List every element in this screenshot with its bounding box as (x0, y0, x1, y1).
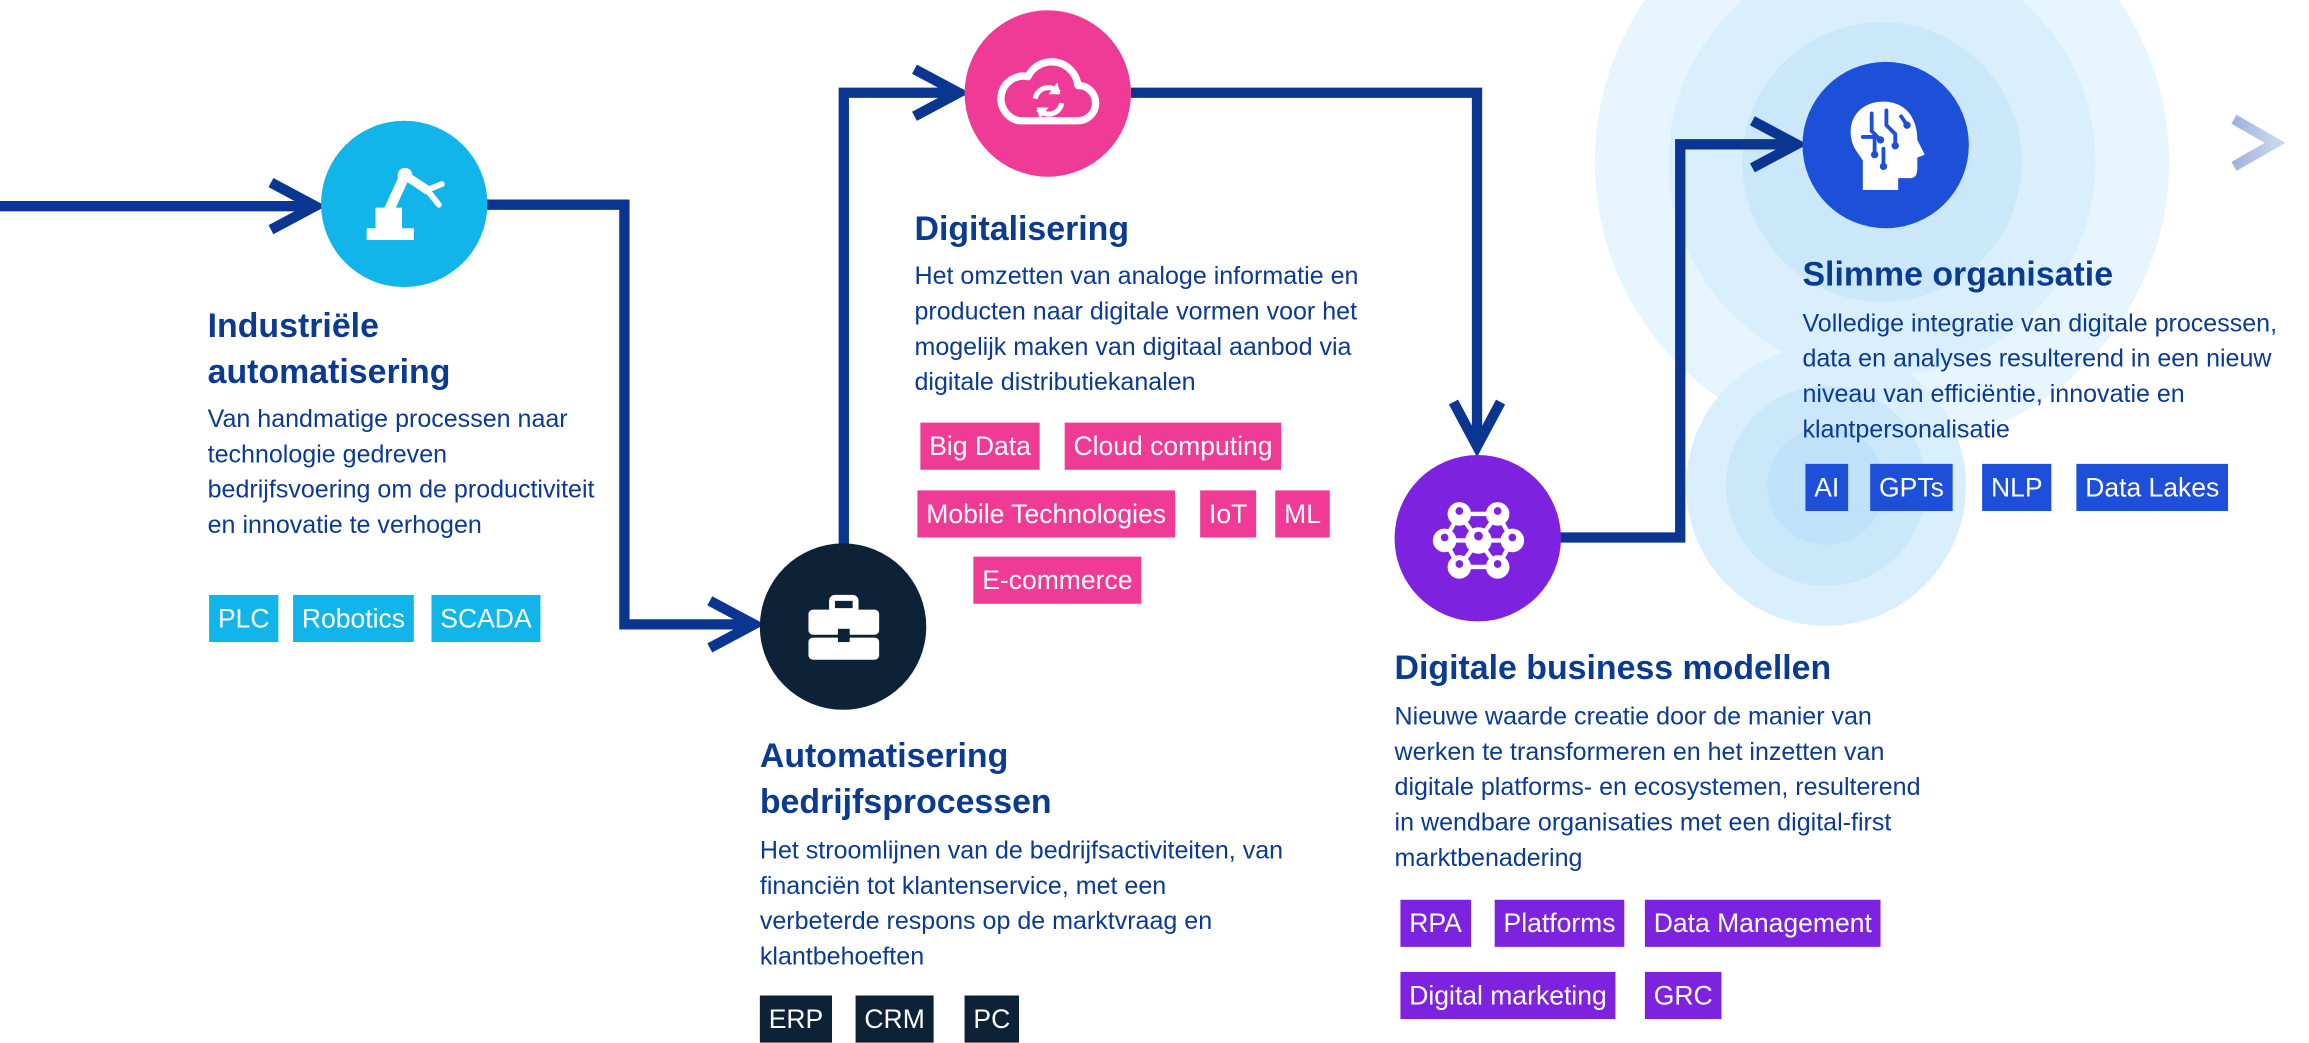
brain-head-icon (1849, 100, 1924, 190)
network-people-icon (1432, 501, 1524, 578)
tag-nlp: NLP (1982, 463, 2052, 511)
business-process-automation-node (759, 543, 927, 710)
tag-platforms: Platforms (1494, 899, 1625, 947)
tag-cloud-computing: Cloud computing (1064, 422, 1282, 470)
tag-data-lakes: Data Lakes (2076, 463, 2229, 511)
future-arrow (1967, 114, 2286, 171)
tag-erp: ERP (759, 995, 833, 1043)
tag-data-management: Data Management (1644, 899, 1881, 947)
tag-robotics: Robotics (293, 594, 414, 643)
flow-line-2 (485, 199, 754, 630)
tag-big-data: Big Data (920, 422, 1040, 470)
stage-title: Automatisering bedrijfsprocessen (759, 736, 1052, 821)
industrial-automation-node (321, 120, 488, 288)
tag-iot: IoT (1200, 490, 1257, 538)
stage-description: Het omzetten van analoge informatie en p… (914, 262, 1359, 397)
stage-description: Nieuwe waarde creatie door de manier van… (1394, 702, 1921, 872)
flow-line-4 (1130, 87, 1483, 447)
flow-arrow-2 (707, 596, 765, 653)
stage-title: Industriële automatisering (207, 306, 451, 391)
stage-description: Volledige integratie van digitale proces… (1802, 309, 2278, 444)
tag-pc: PC (964, 995, 1020, 1043)
flow-arrow-3 (912, 64, 970, 121)
flow-line-3 (838, 87, 959, 545)
stage-title: Digitalisering (914, 209, 1130, 248)
stage-title: Digitale business modellen (1394, 647, 1832, 687)
stage-title: Slimme organisatie (1802, 254, 2114, 294)
tag-gpts: GPTs (1870, 463, 1953, 511)
flow-line-5 (1559, 139, 1797, 543)
flow-arrow-4 (1448, 399, 1506, 458)
tag-rpa: RPA (1400, 899, 1471, 947)
tag-plc: PLC (209, 594, 279, 643)
stage-description: Het stroomlijnen van de bedrijfsactivite… (759, 836, 1284, 971)
robot-arm-icon (365, 167, 444, 240)
briefcase-icon (807, 594, 879, 659)
digital-business-models-node (1394, 455, 1561, 622)
digitalisation-node (964, 10, 1131, 177)
tag-digital-marketing: Digital marketing (1400, 971, 1616, 1020)
smart-organisation-node (1802, 61, 1969, 229)
flow-arrow-1 (268, 178, 327, 235)
tag-mobile-technologies: Mobile Technologies (917, 490, 1175, 538)
tag-crm: CRM (855, 995, 934, 1043)
tag-ml: ML (1275, 490, 1330, 538)
flow-arrow-5 (1749, 116, 1808, 173)
tag-scada: SCADA (431, 594, 541, 643)
stage-description: Van handmatige processen naar technologi… (207, 404, 595, 539)
tag-e-commerce: E-commerce (973, 556, 1142, 604)
cloud-sync-icon (996, 57, 1099, 124)
tag-ai: AI (1805, 463, 1849, 511)
tag-grc: GRC (1644, 971, 1722, 1020)
